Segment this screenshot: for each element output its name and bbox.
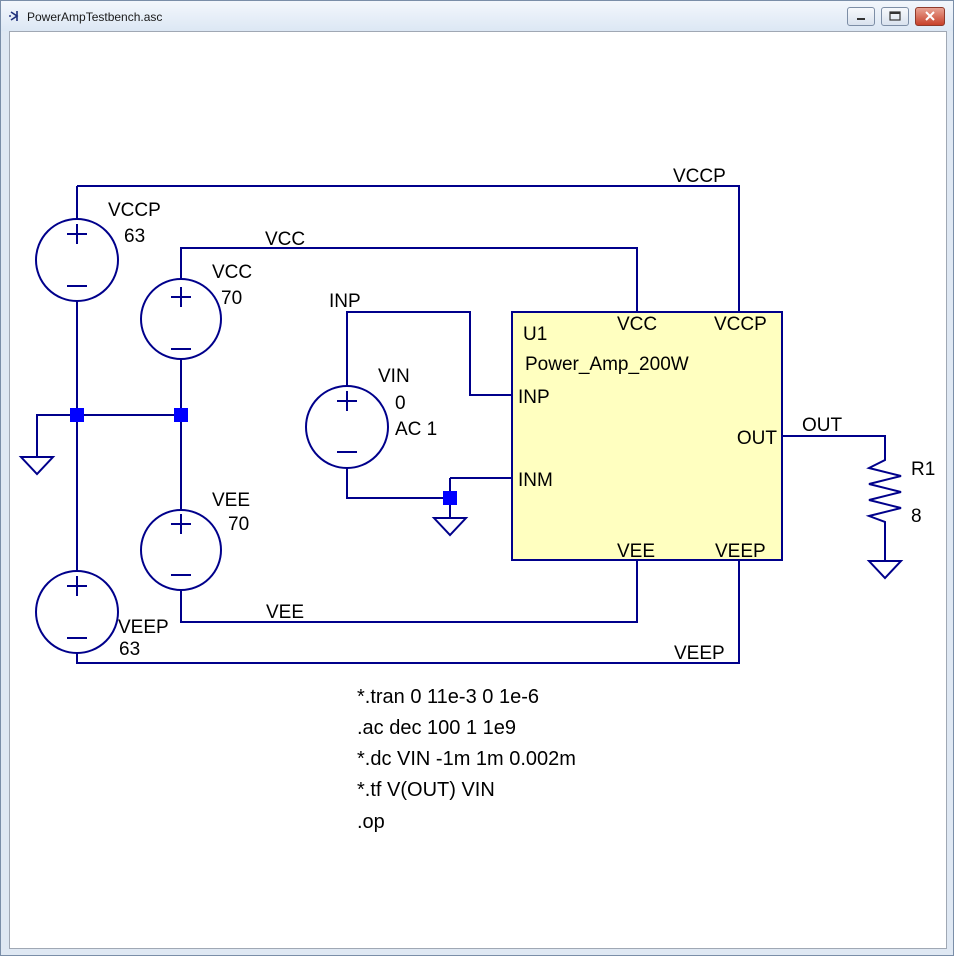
directive-line[interactable]: *.tf V(OUT) VIN bbox=[357, 779, 495, 801]
wire-inp-net[interactable] bbox=[346, 311, 512, 396]
junctions bbox=[70, 408, 457, 505]
source-vccp-name: VCCP bbox=[108, 200, 161, 221]
plus-minus-icon bbox=[337, 391, 357, 453]
ground-icon bbox=[18, 456, 56, 476]
schematic-drawing: U1 Power_Amp_200W VCC VCCP INP INM OUT V… bbox=[18, 166, 935, 833]
power-amp-block[interactable] bbox=[511, 311, 783, 561]
schematic-canvas[interactable]: U1 Power_Amp_200W VCC VCCP INP INM OUT V… bbox=[9, 31, 947, 949]
plus-minus-icon bbox=[171, 287, 191, 350]
pin-vcc-label: VCC bbox=[617, 314, 657, 335]
source-vee-value: 70 bbox=[228, 514, 249, 535]
maximize-icon bbox=[889, 11, 901, 21]
net-label-inp: INP bbox=[329, 291, 361, 312]
resistor-icon[interactable] bbox=[865, 452, 902, 527]
close-button[interactable] bbox=[915, 7, 945, 26]
voltage-source-icon bbox=[35, 570, 119, 654]
net-label-vcc: VCC bbox=[265, 229, 305, 250]
resistor-value: 8 bbox=[911, 506, 922, 527]
voltage-source-icon bbox=[140, 278, 222, 360]
directive-line[interactable]: .ac dec 100 1 1e9 bbox=[357, 717, 516, 739]
net-label-vee: VEE bbox=[266, 602, 304, 623]
resistor-name: R1 bbox=[911, 459, 935, 480]
ground-icon bbox=[431, 517, 469, 537]
pin-vccp-label: VCCP bbox=[714, 314, 767, 335]
source-vin-name: VIN bbox=[378, 366, 410, 387]
pin-veep-label: VEEP bbox=[715, 541, 766, 562]
source-veep-value: 63 bbox=[119, 639, 140, 660]
voltage-source-icon bbox=[35, 218, 119, 302]
source-vee-name: VEE bbox=[212, 490, 250, 511]
net-label-vccp: VCCP bbox=[673, 166, 726, 187]
source-vin-ac: AC 1 bbox=[395, 419, 437, 440]
source-vcc-name: VCC bbox=[212, 262, 252, 283]
source-vccp-value: 63 bbox=[124, 226, 145, 247]
pin-inm-label: INM bbox=[518, 470, 553, 491]
maximize-button[interactable] bbox=[881, 7, 909, 26]
voltage-source-icon bbox=[305, 385, 389, 469]
directive-line[interactable]: *.dc VIN -1m 1m 0.002m bbox=[357, 748, 576, 770]
net-label-out: OUT bbox=[802, 415, 843, 436]
wire-vin-minus[interactable] bbox=[346, 468, 450, 499]
junction-dot bbox=[174, 408, 188, 422]
window-title: PowerAmpTestbench.asc bbox=[27, 10, 163, 24]
close-icon bbox=[925, 11, 935, 21]
source-vee[interactable] bbox=[140, 509, 222, 591]
directive-line[interactable]: .op bbox=[357, 811, 385, 833]
source-veep-name: VEEP bbox=[118, 617, 169, 638]
wire-ground-left[interactable] bbox=[36, 414, 181, 457]
wire-vcc-net[interactable] bbox=[180, 247, 638, 312]
block-ref: U1 bbox=[523, 324, 547, 345]
minimize-button[interactable] bbox=[847, 7, 875, 26]
wire-vee-net[interactable] bbox=[180, 560, 638, 623]
wire-vccp-net[interactable] bbox=[77, 185, 740, 312]
junction-dot bbox=[443, 491, 457, 505]
plus-minus-icon bbox=[67, 224, 87, 287]
wire-veep-net[interactable] bbox=[76, 560, 740, 664]
plus-minus-icon bbox=[171, 514, 191, 576]
wires bbox=[36, 185, 886, 664]
source-vccp[interactable] bbox=[35, 218, 119, 302]
net-label-veep: VEEP bbox=[674, 643, 725, 664]
spice-directives[interactable]: *.tran 0 11e-3 0 1e-6 .ac dec 100 1 1e9 … bbox=[357, 686, 576, 833]
source-vin[interactable] bbox=[305, 385, 389, 469]
ground-icon bbox=[866, 560, 904, 580]
wire-out-net[interactable] bbox=[782, 435, 886, 452]
pin-inp-label: INP bbox=[518, 387, 550, 408]
plus-minus-icon bbox=[67, 576, 87, 639]
ltspice-app-icon bbox=[9, 11, 19, 21]
source-vin-value: 0 bbox=[395, 393, 406, 414]
block-name: Power_Amp_200W bbox=[525, 354, 689, 375]
source-vcc[interactable] bbox=[140, 278, 222, 360]
source-vcc-value: 70 bbox=[221, 288, 242, 309]
pin-out-label: OUT bbox=[737, 428, 778, 449]
title-bar[interactable]: PowerAmpTestbench.asc bbox=[1, 1, 953, 31]
voltage-source-icon bbox=[140, 509, 222, 591]
minimize-icon bbox=[857, 18, 865, 20]
junction-dot bbox=[70, 408, 84, 422]
directive-line[interactable]: *.tran 0 11e-3 0 1e-6 bbox=[357, 686, 539, 708]
source-veep[interactable] bbox=[35, 570, 119, 654]
pin-vee-label: VEE bbox=[617, 541, 655, 562]
